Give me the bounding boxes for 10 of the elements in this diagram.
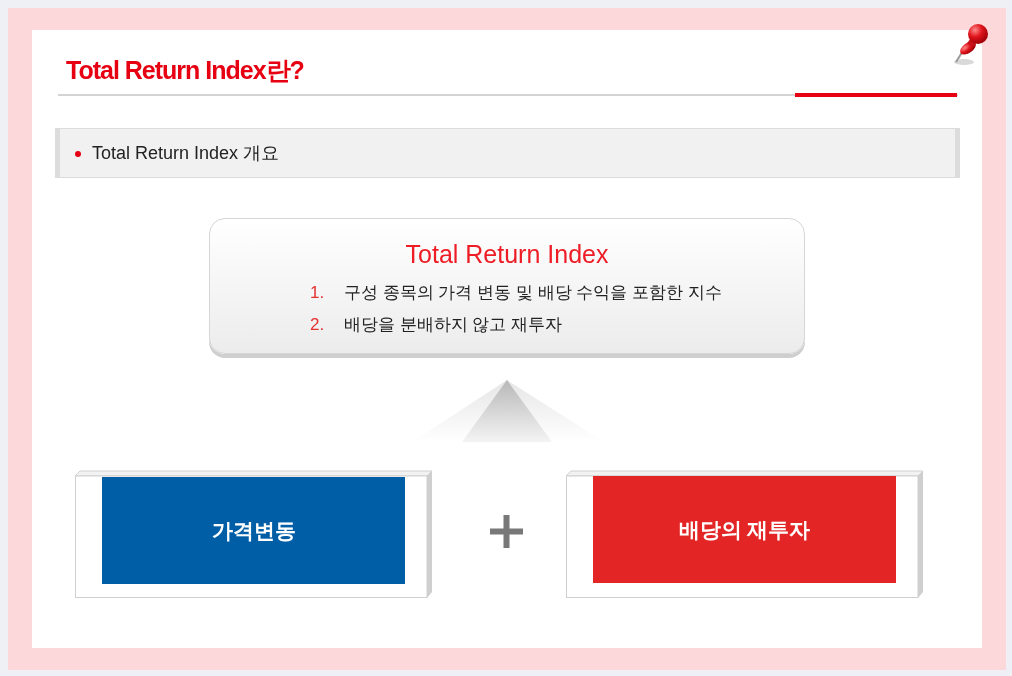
page-title: Total Return Index란? (66, 55, 304, 86)
component-box: 가격변동 (102, 477, 405, 584)
list-number: 1. (310, 282, 325, 304)
list-item: 구성 종목의 가격 변동 및 배당 수익을 포함한 지수 (344, 282, 722, 304)
list-number: 2. (310, 314, 325, 336)
component-box: 배당의 재투자 (593, 476, 896, 583)
section-heading: Total Return Index 개요 (92, 142, 280, 164)
section-band (55, 128, 960, 178)
list-item: 배당을 분배하지 않고 재투자 (344, 314, 563, 336)
box-heading: Total Return Index (405, 239, 609, 269)
